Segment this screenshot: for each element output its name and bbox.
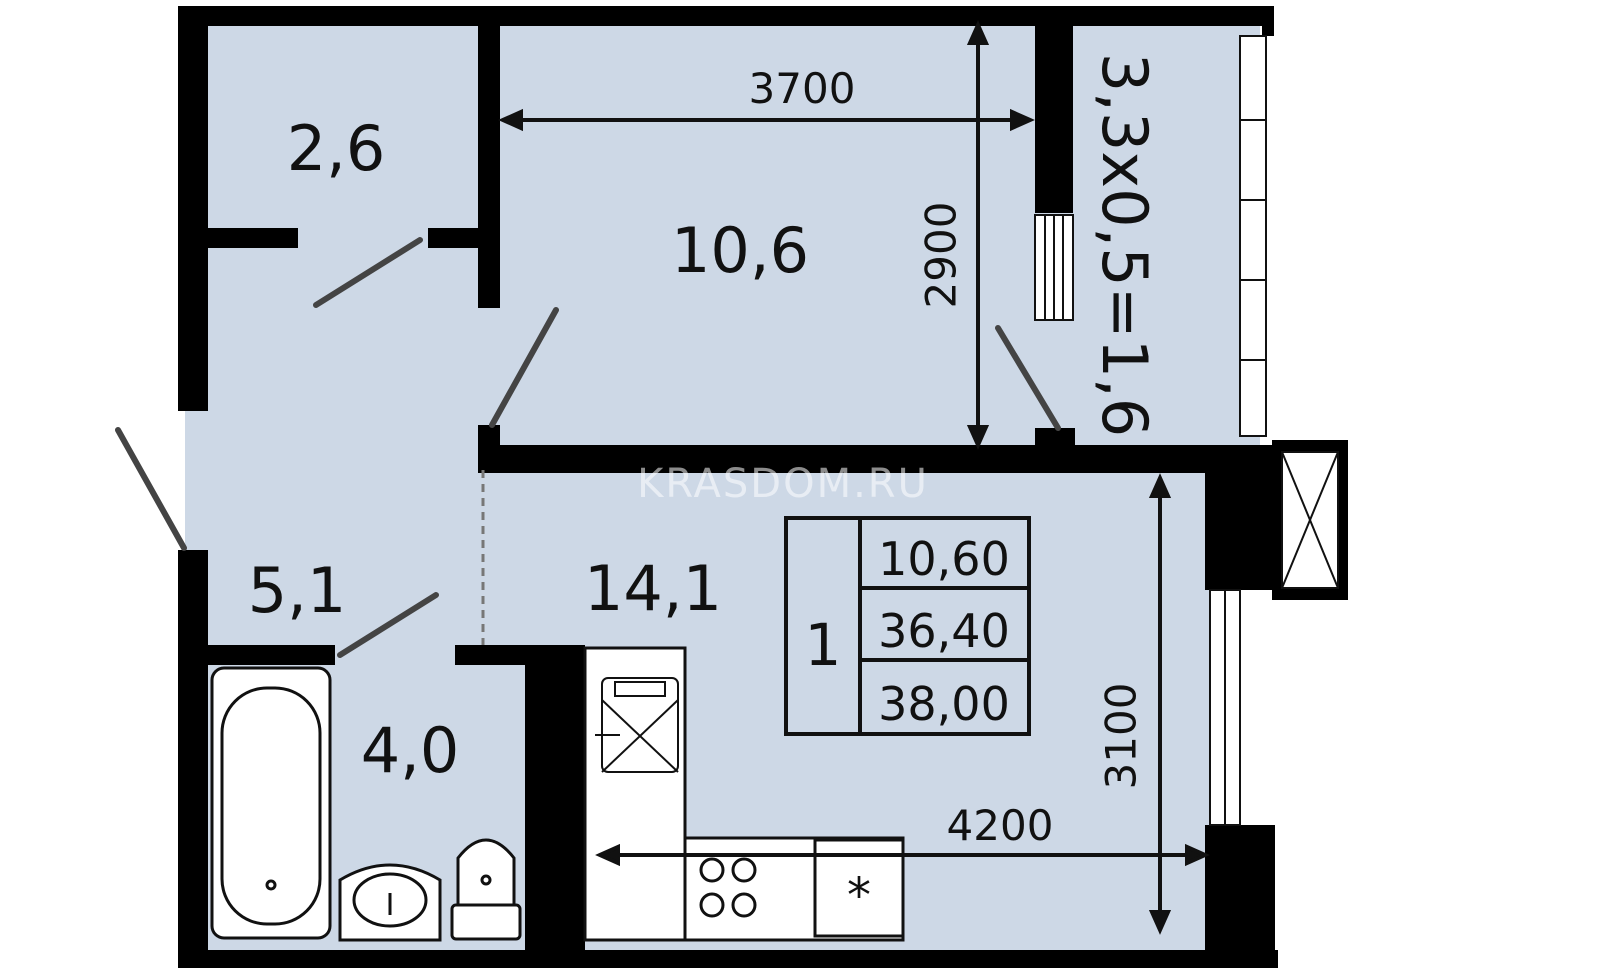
area-hall: 5,1 [248,554,347,627]
door-bathroom[interactable] [337,592,439,658]
total-area: 36,40 [878,604,1010,658]
area-bathroom: 4,0 [361,714,460,787]
area-storage: 2,6 [287,112,386,185]
area-summary-table: 1 10,60 36,40 38,00 [784,516,1031,736]
area-kitchen-living: 14,1 [584,552,722,625]
dimension-lines [498,20,1210,935]
wall-right-lower [1205,825,1275,965]
total-with-balcony: 38,00 [878,677,1010,731]
dim-top-width: 3700 [749,64,856,113]
radiator-icon [1034,214,1074,321]
floor-hall [185,440,485,660]
wall-left-upper [178,6,208,411]
toilet-icon [450,838,522,941]
svg-text:*: * [847,868,871,924]
area-balcony: 3,3х0,5=1,6 [1088,53,1161,437]
kitchen-sink-icon [595,677,679,773]
ventilation-shaft-icon [1272,440,1348,600]
kitchen-window [1209,589,1241,826]
watermark: KRASDOM.RU [637,461,929,507]
wall-storage-bottom-right [428,228,498,248]
door-entrance[interactable] [115,427,187,551]
door-balcony[interactable] [995,325,1061,431]
wall-bath-top-left [205,645,335,665]
stove-icon [699,857,757,918]
door-storage[interactable] [313,237,423,308]
sink-icon [338,863,442,942]
wall-storage-room [478,18,500,308]
balcony-window [1239,35,1267,437]
rooms-count: 1 [805,611,842,679]
area-room: 10,6 [671,214,809,287]
wall-left-lower [178,550,208,965]
wall-room-balcony [1035,18,1073,213]
door-room[interactable] [489,307,559,428]
floor-upper [185,18,1260,448]
bathtub-icon [210,666,332,940]
dim-room-height: 2900 [917,202,966,309]
wall-storage-bottom-left [208,228,298,248]
wall-bath-kitchen [525,645,585,960]
wall-balcony-stub [1035,428,1075,453]
dim-kitchen-height: 3100 [1097,683,1146,790]
dim-kitchen-width: 4200 [947,801,1054,850]
floor-areas [185,18,1260,950]
living-area: 10,60 [878,532,1010,586]
wall-room-kitchen [478,445,1278,473]
wall-bottom [178,950,1278,968]
doors [115,237,1061,658]
wall-right-upper [1205,445,1275,590]
wall-top [178,6,1273,26]
wall-balcony-cap [1262,6,1274,36]
walls [178,6,1278,968]
